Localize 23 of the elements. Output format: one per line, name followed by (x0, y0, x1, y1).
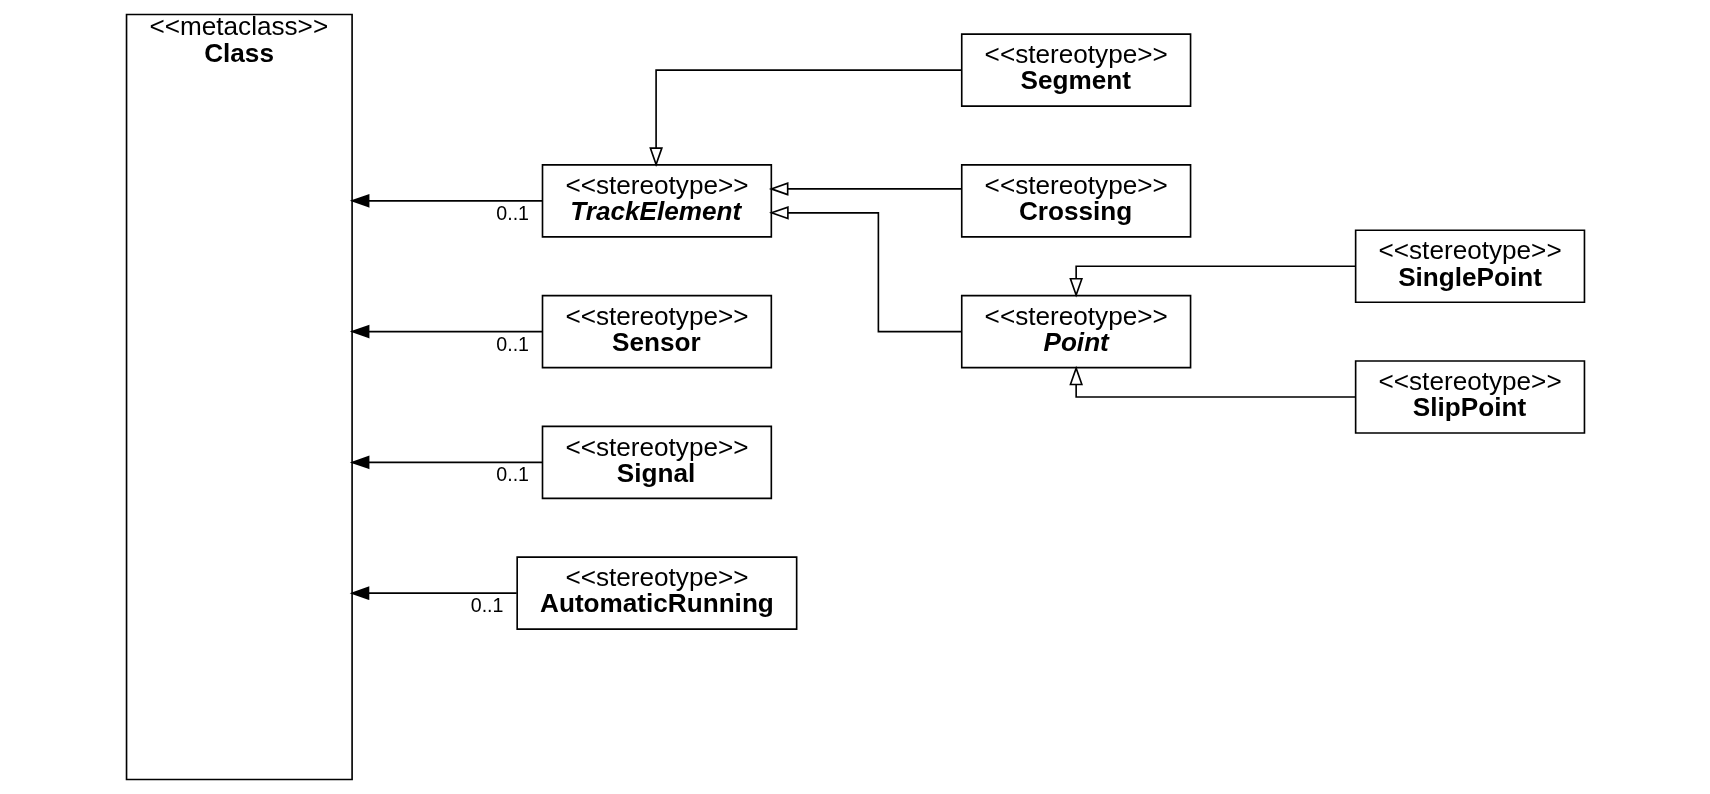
arrow (349, 586, 517, 600)
node-box: <<stereotype>> SinglePoint (1354, 229, 1585, 303)
node-box: <<stereotype>> Segment (960, 33, 1191, 107)
node-box: <<stereotype>> TrackElement (541, 164, 772, 238)
node-box: <<stereotype>> Point (960, 294, 1191, 369)
arrow (349, 324, 543, 339)
arrow (648, 69, 962, 167)
node-box: <<metaclass>> Class (125, 13, 353, 781)
arrow (1068, 365, 1356, 398)
arrow (768, 206, 962, 333)
node-box: <<stereotype>> Sensor (541, 294, 772, 369)
node-box: <<stereotype>> Crossing (960, 164, 1191, 238)
node-box: <<stereotype>> SlipPoint (1354, 360, 1585, 434)
arrow (349, 455, 543, 470)
arrow (768, 182, 962, 196)
edge-label: 0..1 (495, 332, 529, 355)
node-box: <<stereotype>> AutomaticRunning (515, 556, 797, 630)
arrow (1068, 265, 1356, 298)
arrow (349, 194, 543, 208)
edge-label: 0..1 (495, 201, 529, 224)
node-box: <<stereotype>> Signal (541, 425, 772, 500)
edge-label: 0..1 (495, 463, 529, 486)
edge-label: 0..1 (470, 594, 503, 617)
